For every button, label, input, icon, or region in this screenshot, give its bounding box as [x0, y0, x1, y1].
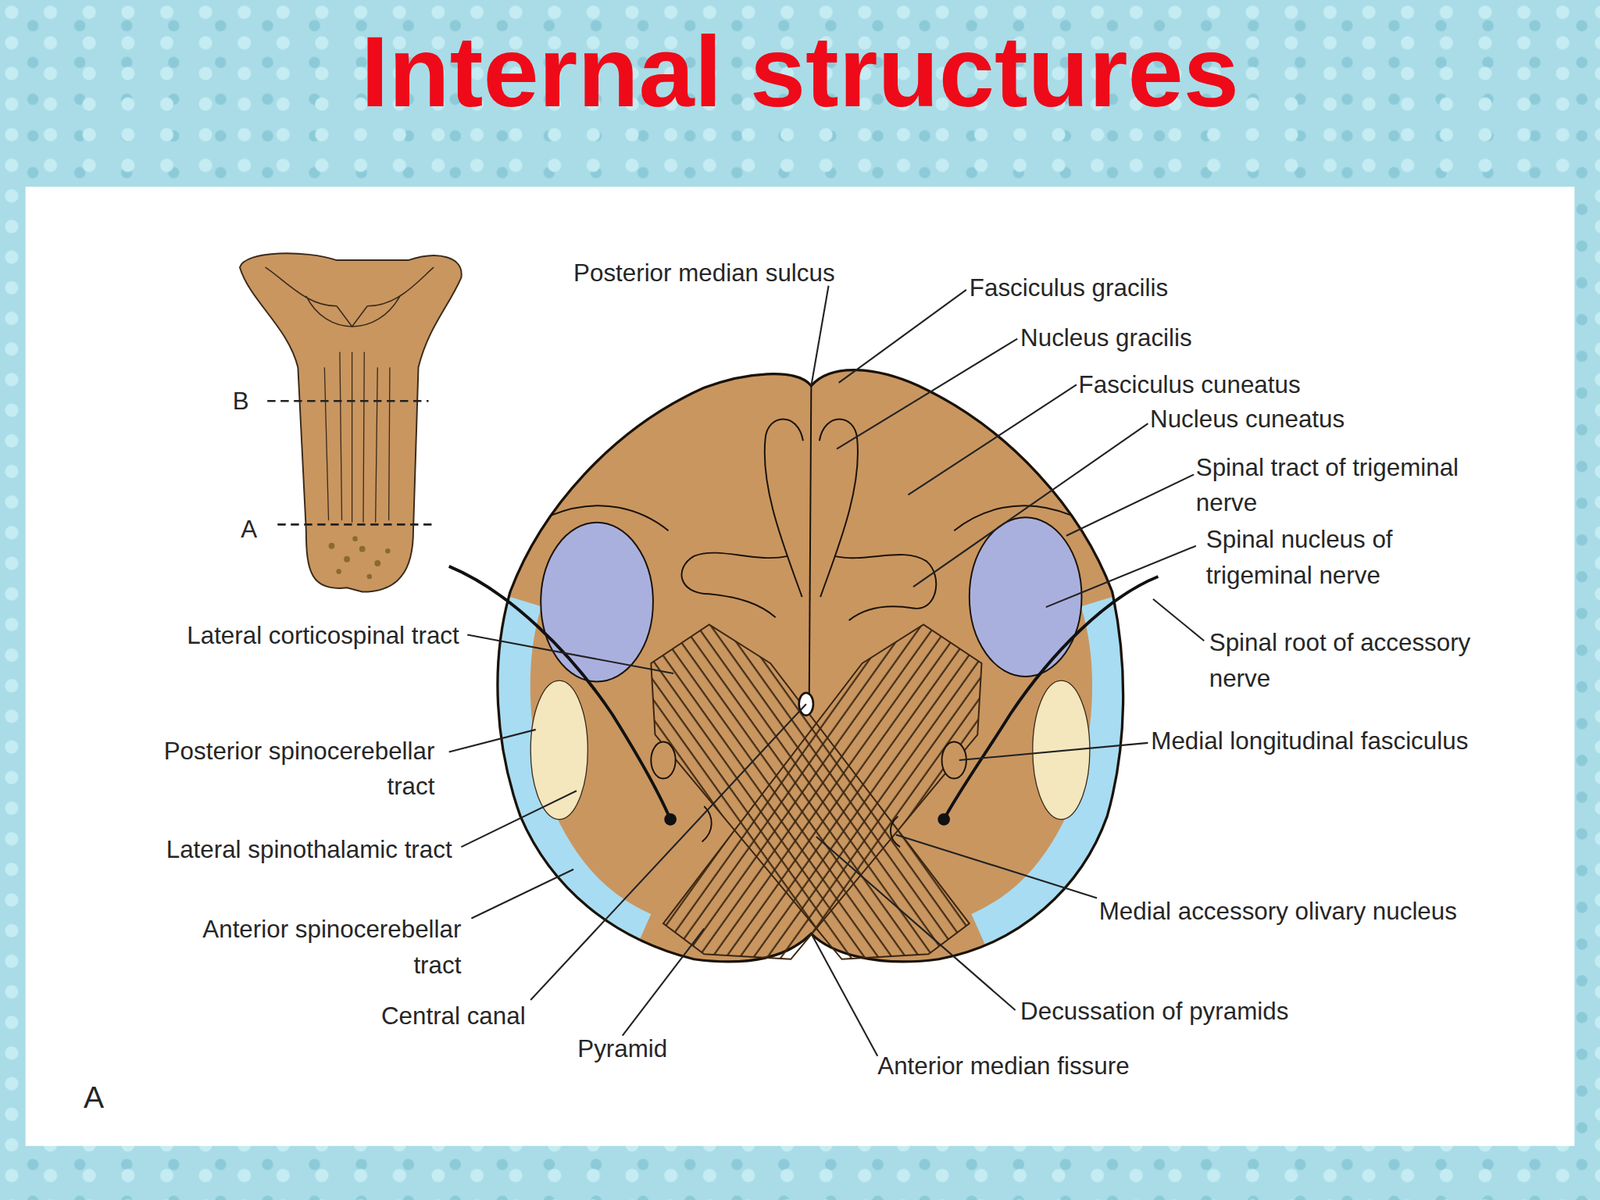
structure-label: Fasciculus gracilis: [969, 269, 1276, 306]
slide-title: Internal structures: [0, 14, 1600, 130]
structure-label: Pyramid: [577, 1030, 721, 1067]
structure-label: Spinal tract of trigeminal nerve: [1196, 449, 1513, 521]
structure-label: Central canal: [321, 997, 525, 1034]
structure-label: Posterior median sulcus: [573, 255, 900, 292]
structure-label: Posterior spinocerebellar tract: [118, 732, 436, 804]
structure-label: Fasciculus cuneatus: [1078, 366, 1386, 403]
section-letter: A: [240, 510, 272, 547]
structure-label: Medial accessory olivary nucleus: [1099, 892, 1529, 929]
structure-label: Medial longitudinal fasciculus: [1150, 722, 1539, 759]
structure-label: Anterior median fissure: [877, 1047, 1204, 1084]
structure-label: Spinal nucleus of trigeminal nerve: [1206, 521, 1451, 593]
structure-label: Lateral spinothalamic tract: [105, 831, 453, 868]
structure-label: Nucleus gracilis: [1020, 319, 1286, 356]
structure-label: Decussation of pyramids: [1020, 992, 1347, 1029]
medulla-section: [449, 370, 1159, 962]
structure-label: Spinal root of accessory nerve: [1209, 624, 1521, 696]
structure-label: Nucleus cuneatus: [1150, 400, 1436, 437]
section-letter: A: [83, 1079, 125, 1116]
structure-label: Lateral corticospinal tract: [112, 617, 460, 654]
inset-brainstem: [239, 253, 462, 592]
leader-lines: [449, 285, 1205, 1057]
structure-label: Anterior spinocerebellar tract: [155, 910, 462, 983]
section-letter: B: [232, 382, 264, 419]
